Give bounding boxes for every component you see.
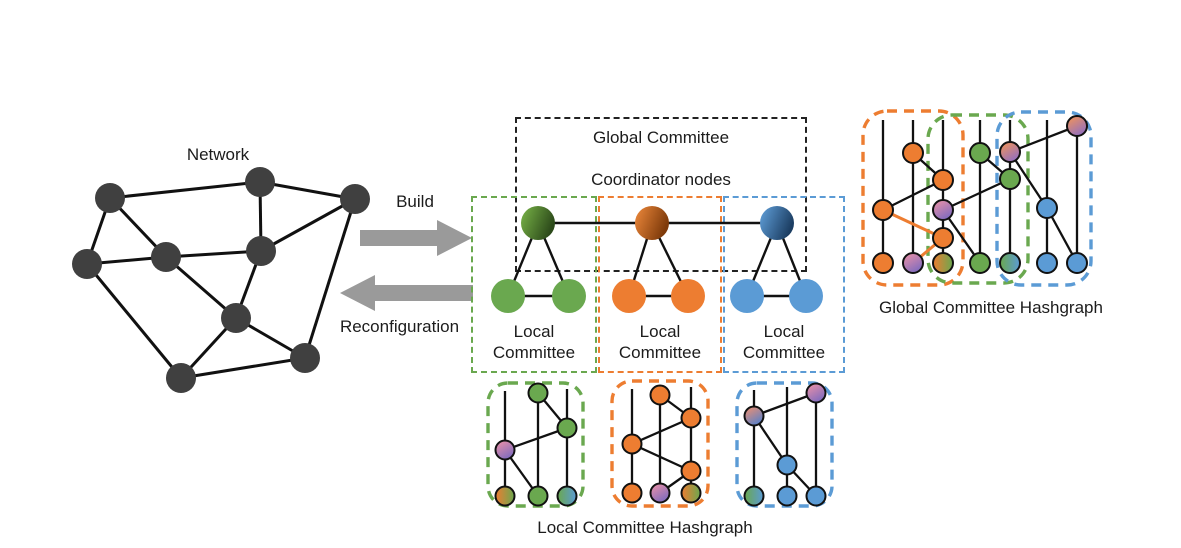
global-committee-hashgraph bbox=[861, 109, 1093, 287]
local-committee-label-orange: Local Committee bbox=[598, 321, 722, 364]
committees-graph bbox=[491, 206, 823, 313]
local-committee-label-orange-line2: Committee bbox=[618, 343, 702, 363]
global-committee-box bbox=[515, 117, 807, 272]
build-label: Build bbox=[396, 192, 434, 211]
local-committee-label-blue: Local Committee bbox=[723, 321, 845, 364]
local-committee-label-green-line2: Committee bbox=[492, 343, 576, 363]
build-reconfiguration-arrows bbox=[340, 220, 473, 311]
local-committee-label-orange-line1: Local bbox=[639, 322, 681, 341]
local-committee-hashgraphs bbox=[486, 379, 834, 508]
global-hashgraph-label: Global Committee Hashgraph bbox=[879, 298, 1103, 317]
global-committee-label: Global Committee bbox=[592, 128, 730, 147]
local-committee-box-green bbox=[471, 196, 597, 373]
local-committee-box-orange bbox=[598, 196, 722, 373]
local-committee-label-green-line1: Local bbox=[513, 322, 555, 341]
local-committee-label-green: Local Committee bbox=[471, 321, 597, 364]
coordinator-nodes-label: Coordinator nodes bbox=[591, 170, 731, 189]
local-hashgraph-label: Local Committee Hashgraph bbox=[537, 518, 753, 537]
local-committee-label-blue-line2: Committee bbox=[742, 343, 826, 363]
network-graph bbox=[72, 167, 370, 393]
local-committee-label-blue-line1: Local bbox=[763, 322, 805, 341]
local-committee-box-blue bbox=[723, 196, 845, 373]
network-label: Network bbox=[186, 145, 250, 164]
reconfiguration-label: Reconfiguration bbox=[339, 317, 460, 336]
